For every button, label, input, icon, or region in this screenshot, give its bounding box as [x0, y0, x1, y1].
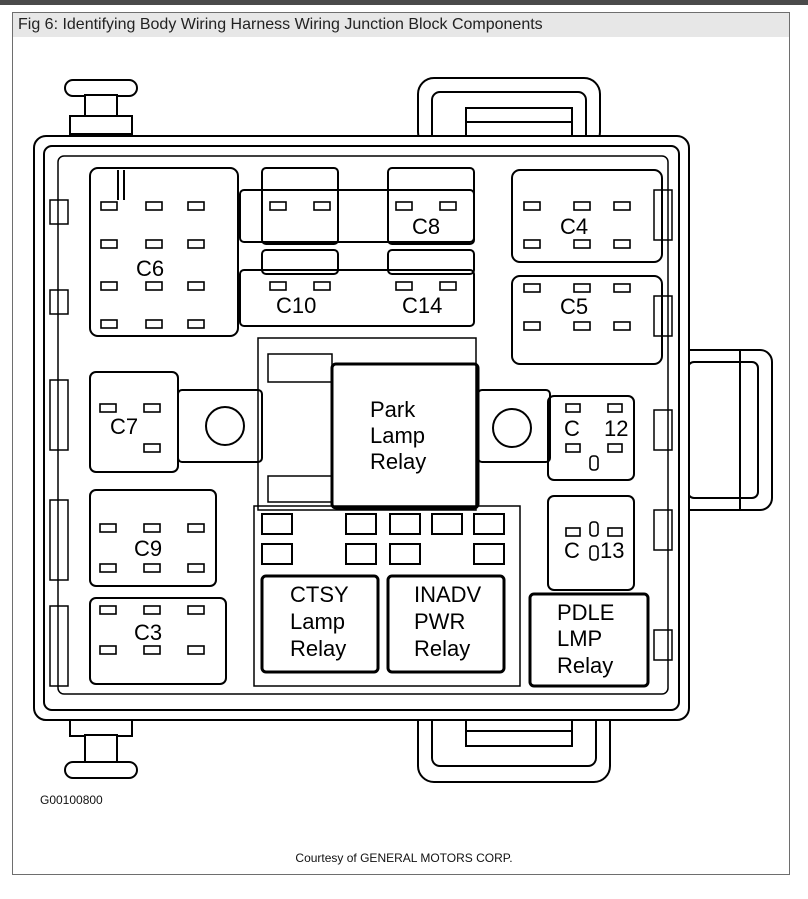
inadv-relay-line-1: INADV	[414, 582, 482, 607]
connector-c10-c14-body	[239, 249, 475, 327]
label-c4: C4	[560, 214, 588, 239]
park-relay-line-1: Park	[370, 397, 416, 422]
title-bar	[13, 13, 789, 37]
top-left-mounting-clip	[64, 79, 138, 135]
ctsy-relay-line-1: CTSY	[290, 582, 349, 607]
connector-c5-body	[511, 275, 663, 365]
label-c9: C9	[134, 536, 162, 561]
pdle-lmp-relay-body	[528, 592, 650, 688]
label-c12-number: 12	[604, 416, 628, 441]
housing-deck	[57, 155, 669, 695]
label-c5: C5	[560, 294, 588, 319]
label-c14: C14	[402, 293, 442, 318]
connector-c9-body	[89, 489, 217, 587]
connector-c6-body	[89, 167, 239, 337]
park-lamp-relay-body	[330, 362, 480, 510]
inadv-relay-line-2: PWR	[414, 609, 465, 634]
connector-c12-body	[547, 395, 635, 481]
figure-title: Fig 6: Identifying Body Wiring Harness W…	[18, 16, 543, 33]
pdle-relay-line-3: Relay	[557, 653, 613, 678]
left-mounting-boss	[177, 389, 263, 463]
park-relay-line-3: Relay	[370, 449, 426, 474]
bottom-left-mounting-clip	[64, 717, 138, 779]
pdle-relay-line-1: PDLE	[557, 600, 614, 625]
inadv-pwr-relay-body	[386, 574, 506, 674]
ctsy-lamp-relay-body	[260, 574, 380, 674]
mini-fuse-bottom	[267, 475, 333, 503]
inadv-relay-line-3: Relay	[414, 636, 470, 661]
relay-area	[257, 337, 477, 511]
park-relay-line-2: Lamp	[370, 423, 425, 448]
ctsy-relay-line-3: Relay	[290, 636, 346, 661]
label-c6: C6	[136, 256, 164, 281]
label-c10: C10	[276, 293, 316, 318]
ctsy-relay-line-2: Lamp	[290, 609, 345, 634]
figure-credit: Courtesy of GENERAL MOTORS CORP.	[295, 851, 513, 865]
figure-id: G00100800	[40, 793, 103, 807]
mini-fuse-top	[267, 353, 333, 383]
left-edge-latches	[49, 199, 69, 687]
top-bar	[0, 0, 808, 5]
pdle-relay-line-2: LMP	[557, 626, 602, 651]
label-c8: C8	[412, 214, 440, 239]
label-c12-letter: C	[564, 416, 580, 441]
connector-terminals	[99, 201, 631, 655]
label-c13-number: 13	[600, 538, 624, 563]
right-side-tab	[675, 349, 773, 511]
housing-inner	[43, 145, 680, 711]
label-c3: C3	[134, 620, 162, 645]
lower-relay-bay	[253, 505, 521, 687]
label-c13-letter: C	[564, 538, 580, 563]
connector-c4-body	[511, 169, 663, 263]
connector-c8-body	[239, 167, 475, 245]
mini-fuse-grid	[261, 513, 505, 565]
label-c7: C7	[110, 414, 138, 439]
connector-c3-body	[89, 597, 227, 685]
connector-c13-body	[547, 495, 635, 591]
